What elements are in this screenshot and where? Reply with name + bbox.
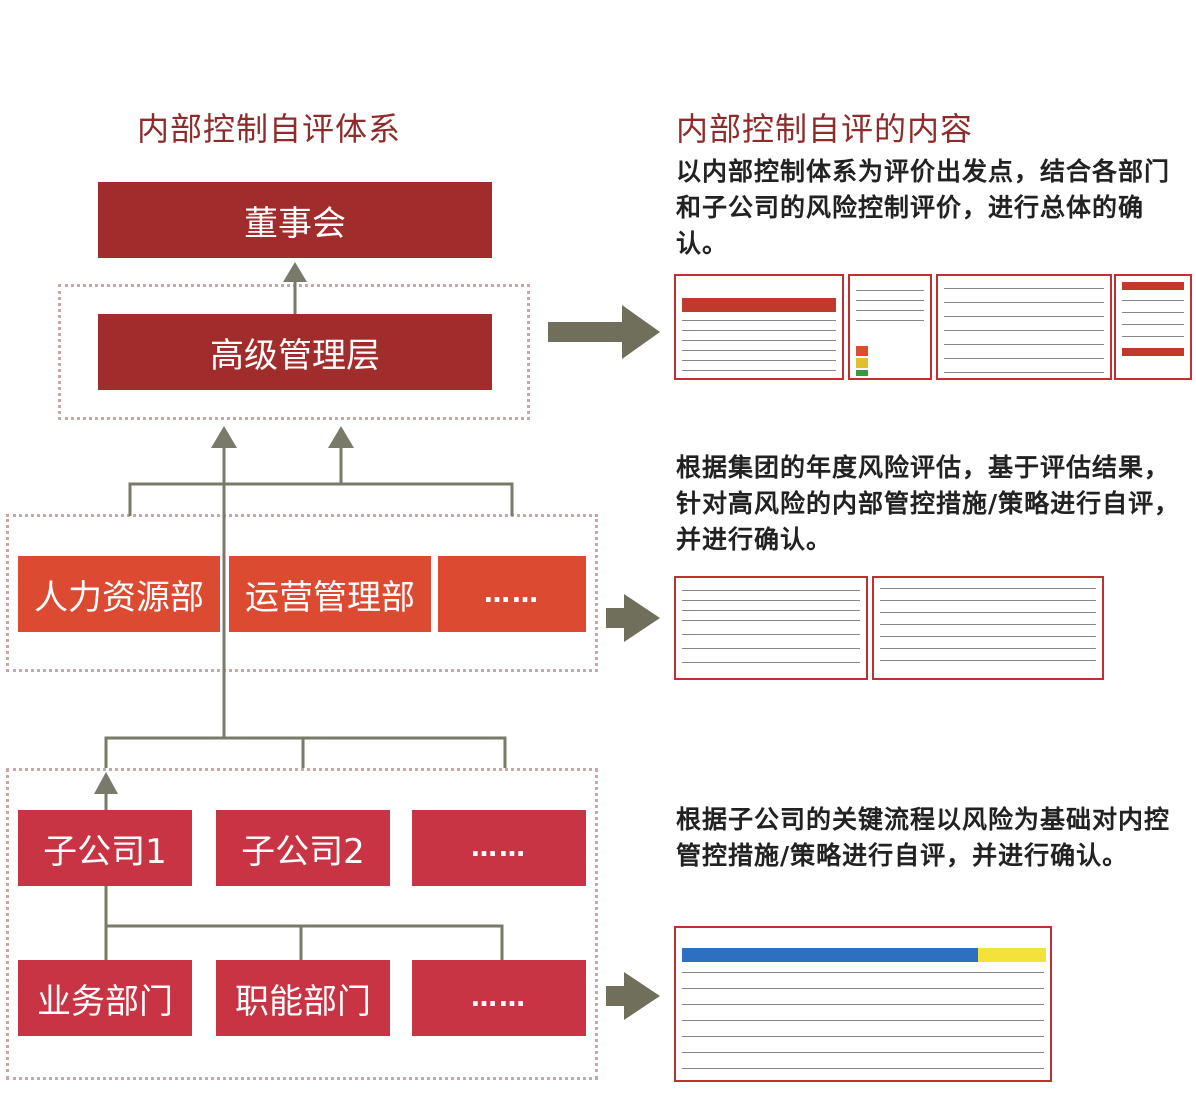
- function-dept-node: 职能部门: [216, 960, 390, 1036]
- document-thumbnail: [674, 576, 868, 680]
- document-thumbnail: [936, 274, 1112, 380]
- description-2: 根据集团的年度风险评估，基于评估结果，针对高风险的内部管控措施/策略进行自评，并…: [676, 453, 1181, 554]
- senior-management-node: 高级管理层: [98, 314, 492, 390]
- hr-dept-node: 人力资源部: [18, 556, 220, 632]
- more-subsidiary-node: ……: [412, 810, 586, 886]
- document-thumbnail: [848, 274, 932, 380]
- dept-frame: [6, 514, 598, 672]
- left-title: 内部控制自评体系: [137, 110, 402, 148]
- description-1: 以内部控制体系为评价出发点，结合各部门和子公司的风险控制评价，进行总体的确认。: [676, 157, 1171, 258]
- subsidiary-2-node: 子公司2: [216, 810, 390, 886]
- ops-dept-node: 运营管理部: [229, 556, 431, 632]
- right-title: 内部控制自评的内容: [676, 110, 974, 148]
- subsidiary-1-node: 子公司1: [18, 810, 192, 886]
- document-thumbnail: [872, 576, 1104, 680]
- subsidiary-frame: [6, 768, 598, 1080]
- business-dept-node: 业务部门: [18, 960, 192, 1036]
- description-3: 根据子公司的关键流程以风险为基础对内控管控措施/策略进行自评，并进行确认。: [676, 805, 1171, 870]
- document-thumbnail: [674, 274, 844, 380]
- document-thumbnail: [674, 926, 1052, 1082]
- more-unit-node: ……: [412, 960, 586, 1036]
- board-node: 董事会: [98, 182, 492, 258]
- document-thumbnail: [1114, 274, 1192, 380]
- more-dept-node: ……: [438, 556, 586, 632]
